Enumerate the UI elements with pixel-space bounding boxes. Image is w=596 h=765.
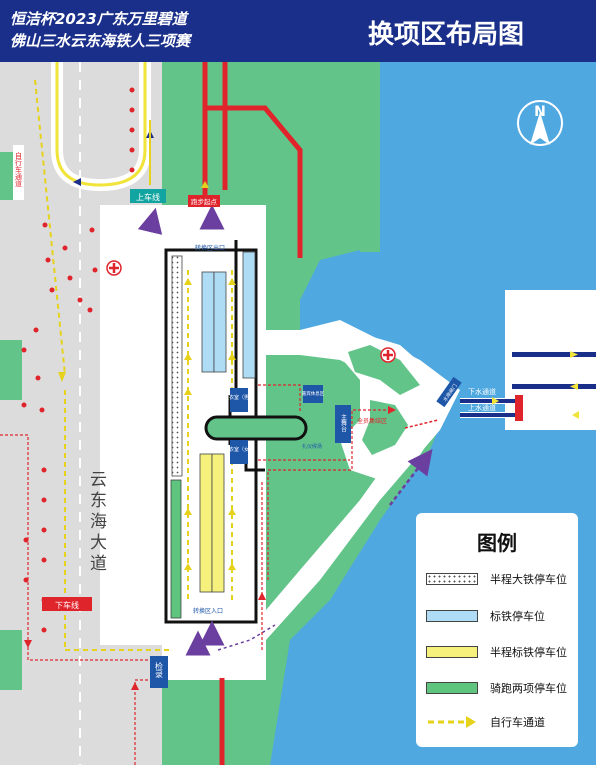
grass-area xyxy=(362,400,408,455)
road-yundonghai xyxy=(0,62,22,152)
event-title-line2: 佛山三水云东海铁人三项赛 xyxy=(10,32,191,50)
main-stage-label: 主舞台 xyxy=(340,413,347,433)
transition-plaza xyxy=(166,205,266,260)
direction-arrow xyxy=(572,411,579,419)
legend-swatch-standard xyxy=(426,610,478,622)
first-aid-icon xyxy=(109,263,119,273)
header-banner: 恒洁杯2023广东万里碧道 佛山三水云东海铁人三项赛 换项区布局图 xyxy=(0,0,596,62)
run-start-sign xyxy=(188,195,220,207)
bike-u-turn xyxy=(55,62,147,187)
direction-arrow xyxy=(184,278,236,570)
legend-swatch-half-standard xyxy=(426,646,478,658)
standard-parking xyxy=(242,251,256,379)
walkway xyxy=(266,320,460,640)
transition-exit-label: 转换区出口 xyxy=(195,244,225,252)
direction-arrow xyxy=(58,372,66,382)
direction-arrow xyxy=(570,383,578,390)
north-arrow-icon xyxy=(530,112,550,145)
side-sign xyxy=(13,145,24,200)
road-yundonghai xyxy=(0,690,22,765)
main-stage xyxy=(335,405,351,443)
enter-water-label: 上水通道 xyxy=(468,403,496,412)
transition-plaza xyxy=(162,640,266,680)
direction-arrow xyxy=(570,351,578,358)
half-standard-parking xyxy=(211,453,225,593)
legend-label: 自行车通道 xyxy=(490,716,545,729)
alighting-line-sign xyxy=(42,597,92,611)
guest-area-label: 嘉宾休息区 xyxy=(302,390,325,397)
exit-water-lane xyxy=(460,399,520,403)
north-label: N xyxy=(534,104,546,120)
legend-label: 骑跑两项停车位 xyxy=(490,682,567,695)
direction-arrow xyxy=(24,406,396,690)
changing-room-female xyxy=(230,440,248,464)
waterside-gate xyxy=(436,376,462,408)
event-title-line1: 恒洁杯2023广东万里碧道 xyxy=(10,10,187,28)
boarding-line-label: 上车线 xyxy=(136,192,160,202)
road-name-label: 云东海大道 xyxy=(86,470,107,575)
legend-label: 半程标铁停车位 xyxy=(490,646,567,659)
north-arrow-icon xyxy=(517,100,563,146)
central-median xyxy=(204,415,308,441)
athlete-route xyxy=(404,419,439,429)
standard-parking xyxy=(201,271,215,373)
swim-route-line xyxy=(512,352,596,357)
direction-arrow xyxy=(73,178,81,186)
checkpoint-label: 检录 xyxy=(155,661,164,678)
legend-item: 自行车通道 xyxy=(426,711,576,733)
enter-water-lane xyxy=(460,413,520,417)
side-sign-text: 自行车通道 xyxy=(15,151,23,188)
run-start-label: 跑步起点 xyxy=(191,197,218,206)
assembly-area-label: 全员集结区 xyxy=(357,417,387,425)
legend-item: 骑跑两项停车位 xyxy=(426,677,576,699)
transition-entry-label: 转换区入口 xyxy=(193,607,223,615)
athlete-flow-arrow xyxy=(389,449,433,506)
standard-parking xyxy=(213,271,227,373)
direction-arrow xyxy=(492,397,499,405)
changing-room-male xyxy=(230,388,248,412)
pier-platform xyxy=(505,290,596,430)
grass-area xyxy=(348,345,420,395)
road-yundonghai xyxy=(0,400,22,630)
map-title: 换项区布局图 xyxy=(368,20,525,50)
legend-item: 标铁停车位 xyxy=(426,605,576,627)
boarding-line-sign xyxy=(130,189,166,203)
cones xyxy=(21,87,135,633)
half-standard-parking xyxy=(199,453,213,593)
gate-marker xyxy=(515,395,523,421)
legend-swatch-duathlon xyxy=(426,682,478,694)
athlete-flow-arrow xyxy=(137,207,163,235)
legend-label: 半程大铁停车位 xyxy=(490,573,567,586)
run-route xyxy=(205,105,303,258)
run-route xyxy=(202,62,228,195)
legend-item: 半程标铁停车位 xyxy=(426,641,576,663)
guest-area xyxy=(303,385,323,403)
legend-title: 图例 xyxy=(477,531,517,555)
checkpoint-booth xyxy=(150,656,168,688)
swim-route-label: 游泳路线 xyxy=(538,365,578,378)
legend-label: 标铁停车位 xyxy=(490,610,545,623)
road-yundonghai xyxy=(0,200,22,340)
alighting-line-label: 下车线 xyxy=(55,600,79,610)
half-iron-parking xyxy=(171,255,183,477)
duathlon-parking xyxy=(170,479,182,619)
exit-water-label: 下水通道 xyxy=(468,387,496,396)
swim-route-line xyxy=(512,384,596,389)
transition-area-map: 自行车通道 更衣室（男） 更衣室（女） 转换区出口 转换区 xyxy=(0,62,596,765)
bike-lane xyxy=(187,270,233,600)
bike-lane xyxy=(34,79,66,376)
legend-swatch-half-iron xyxy=(426,573,478,585)
ceremony-label: 礼仪候场 xyxy=(302,443,322,450)
legend-panel: 图例 半程大铁停车位 标铁停车位 半程标铁停车位 骑跑两项停车位 自行车通道 xyxy=(416,513,578,747)
legend-swatch-bike-lane xyxy=(428,716,476,728)
grass-area xyxy=(360,62,380,252)
changing-room-female-label: 更衣室（女） xyxy=(224,446,254,453)
legend-item: 半程大铁停车位 xyxy=(426,568,576,590)
changing-room-male-label: 更衣室（男） xyxy=(224,394,254,401)
first-aid-icon xyxy=(383,350,393,360)
